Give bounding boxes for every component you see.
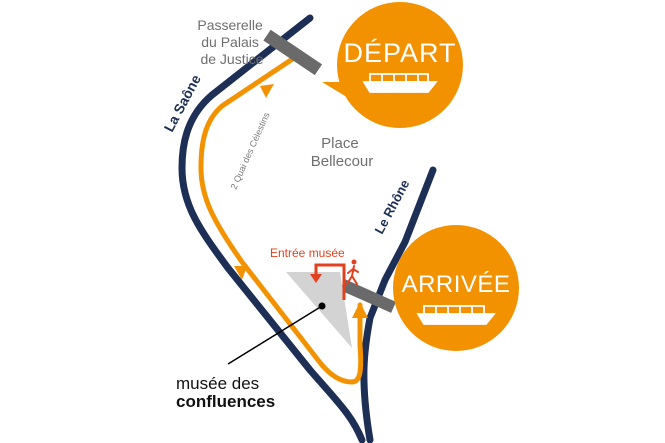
boat-icon [416, 305, 496, 325]
museum-building [286, 272, 352, 348]
depart-bubble: DÉPART [322, 2, 463, 128]
boat-route [198, 55, 364, 385]
musee-label-line1: musée des [176, 374, 259, 393]
route-arrow-icon [352, 302, 368, 318]
depart-label: DÉPART [343, 38, 456, 68]
rhone-river [360, 166, 437, 443]
route-arrow-icon [234, 266, 247, 280]
boat-icon [362, 73, 438, 93]
entree-label: Entrée musée [270, 246, 345, 260]
passerelle-label: Passerelle du Palais de Justice [197, 17, 266, 67]
entrance-path [314, 263, 346, 300]
place-label: Place Bellecour [311, 135, 374, 170]
pedestrian-icon [346, 259, 359, 285]
entrance-arrow-icon [310, 274, 322, 283]
museum-pointer [227, 305, 323, 365]
saone-label: La Saône [161, 72, 204, 135]
passerelle-bridge [263, 29, 323, 76]
route-arrow-icon [260, 84, 274, 98]
arrival-bridge [339, 279, 397, 313]
musee-label-line2: confluences [176, 392, 275, 411]
rhone-label: Le Rhône [371, 177, 412, 236]
arrivee-bubble: ARRIVÉE [393, 225, 519, 351]
saone-river [178, 14, 366, 443]
quai-label: 2 Quai des Célestins [229, 110, 272, 190]
arrivee-label: ARRIVÉE [402, 271, 511, 298]
